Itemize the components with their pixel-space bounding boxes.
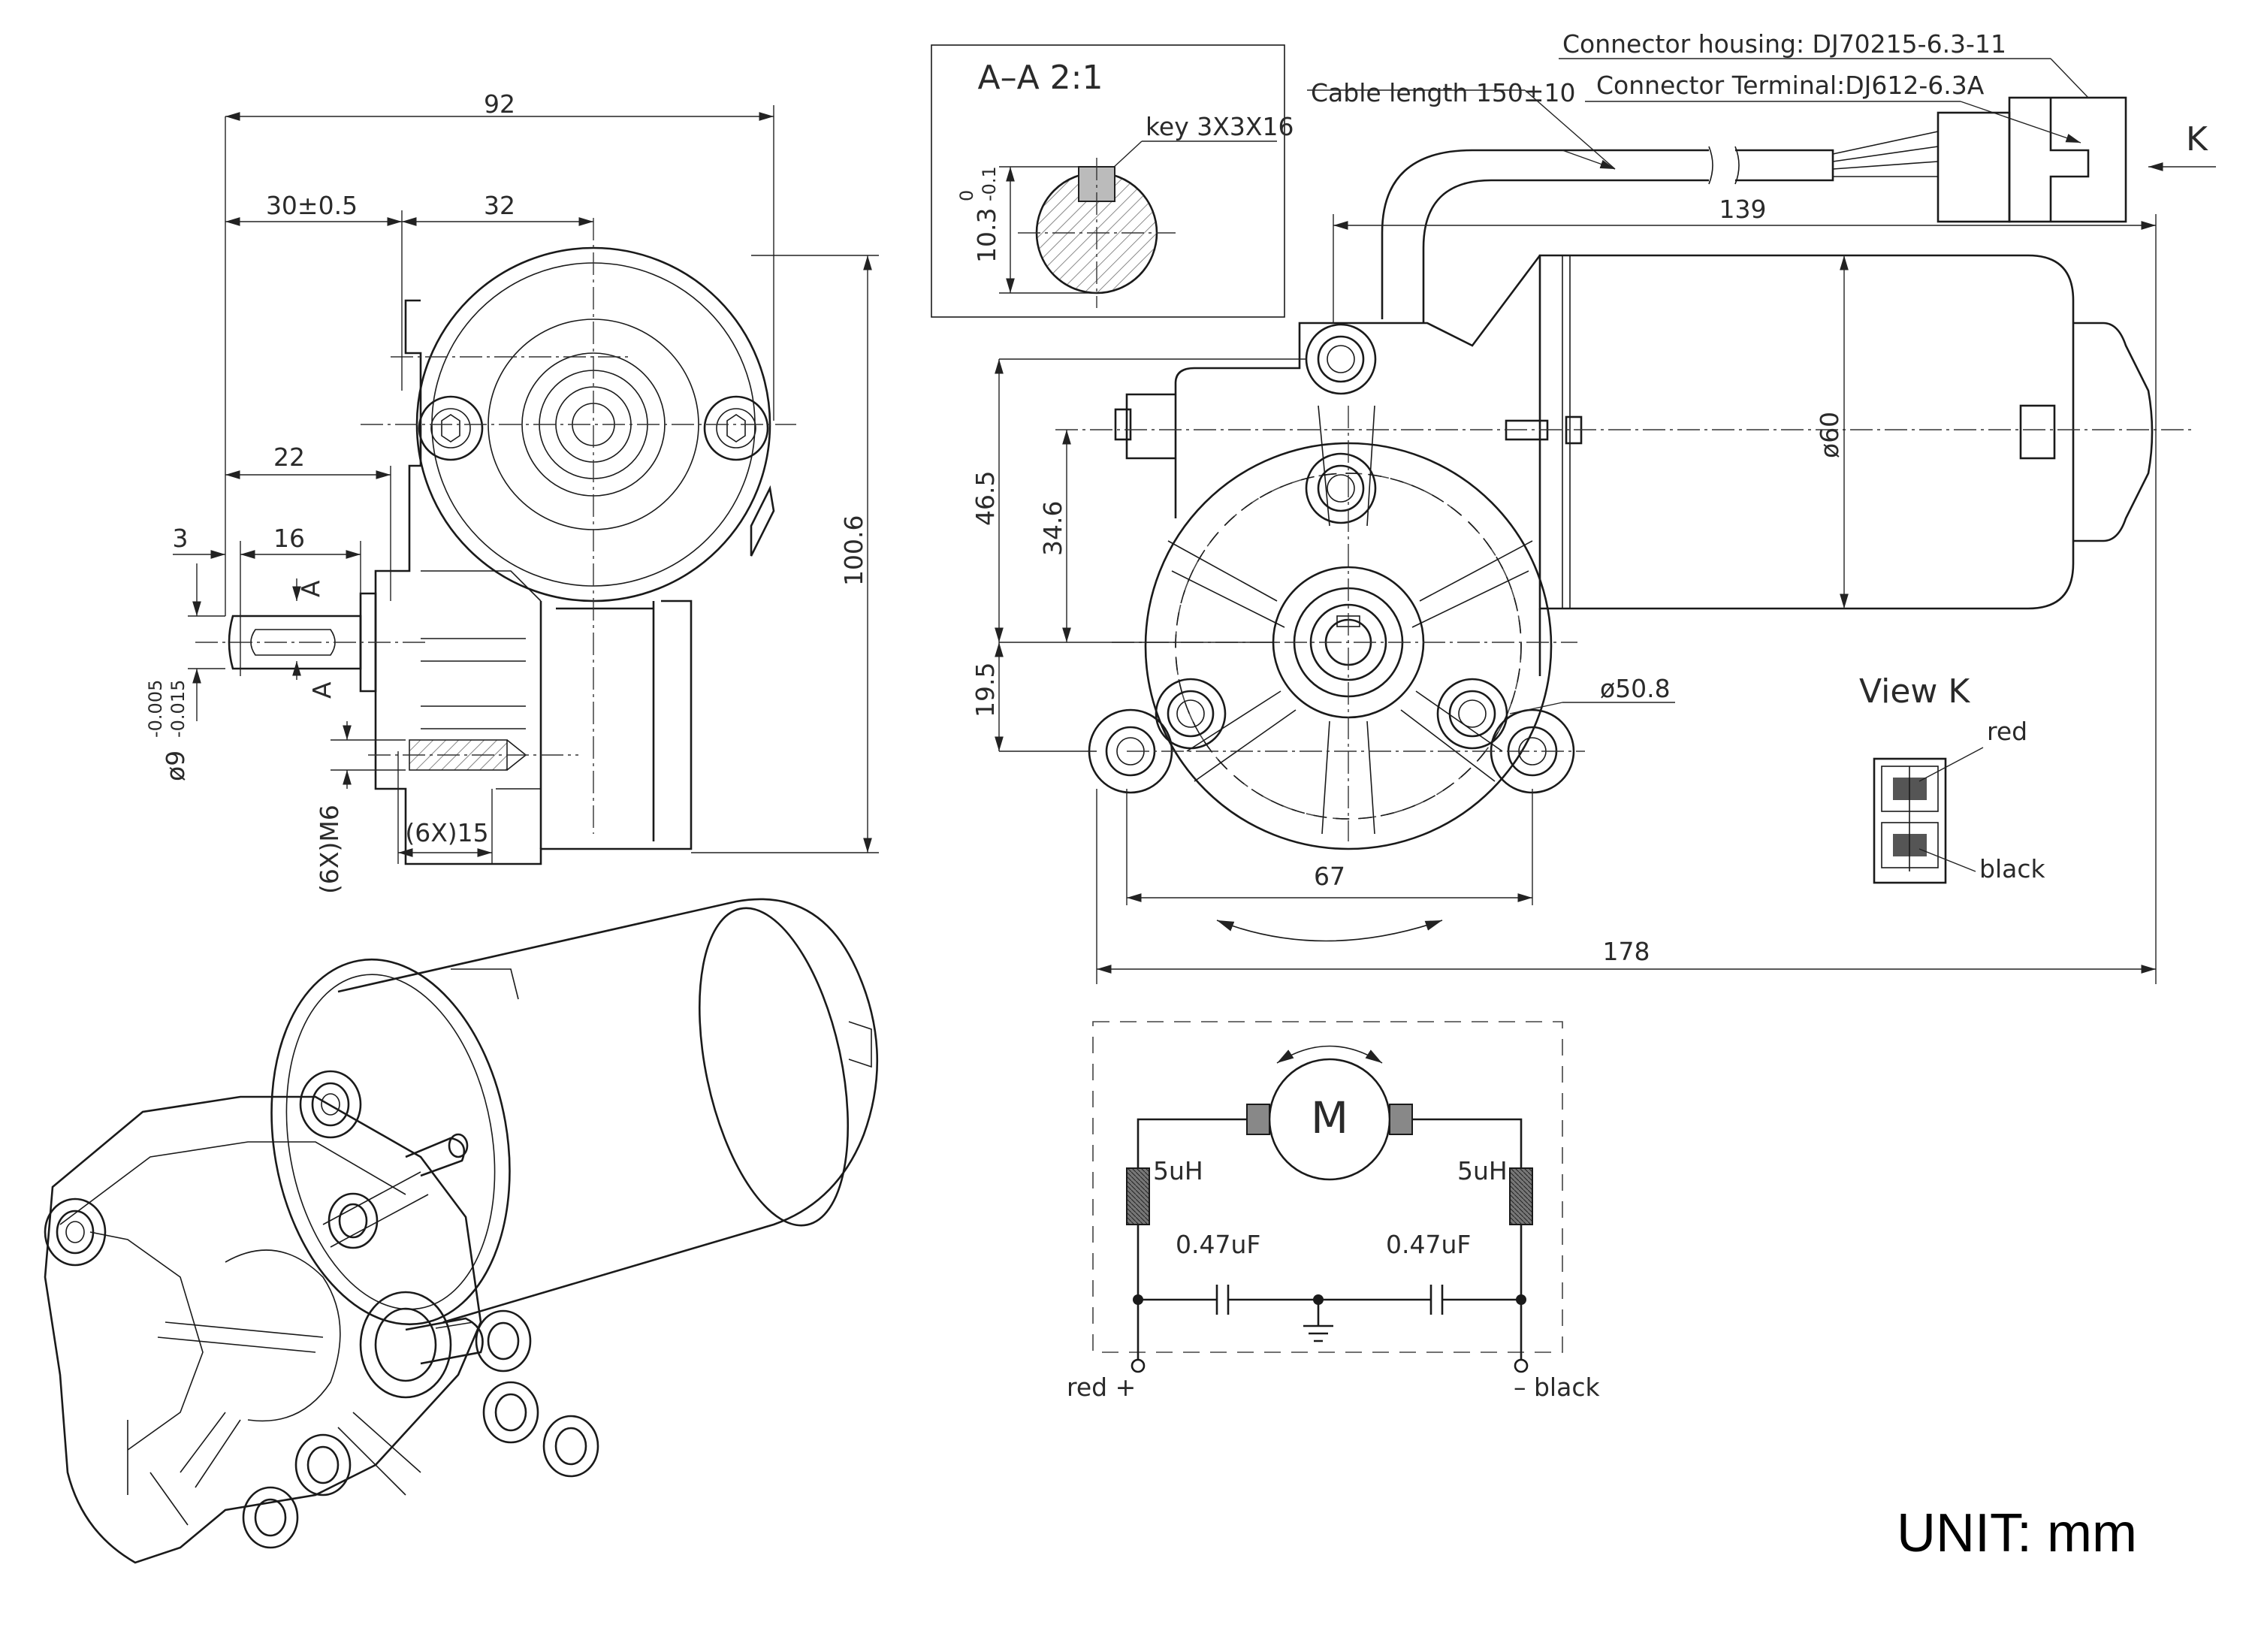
dim-3: 3 xyxy=(173,524,189,553)
view-k: View K red black xyxy=(1859,672,2045,884)
terminal-red-label: red + xyxy=(1067,1373,1136,1402)
dim-46-5: 46.5 xyxy=(971,471,1000,526)
boss-mid xyxy=(1305,452,1377,524)
motor-label: M xyxy=(1311,1092,1348,1143)
side-view xyxy=(195,218,796,865)
view-arrow-k: K xyxy=(2186,120,2208,159)
dim-32: 32 xyxy=(484,191,515,220)
dim-92: 92 xyxy=(484,89,515,119)
section-label-a-bottom: A xyxy=(307,681,337,699)
shaft-tol-lower: -0.015 xyxy=(168,680,189,738)
circuit-diagram: M 5uH 5uH 0.47uF 0.47uF red + – black xyxy=(1067,1021,1600,1402)
dim-100-6: 100.6 xyxy=(839,515,868,586)
screw-right xyxy=(703,395,769,461)
iso-boss-8 xyxy=(242,1486,299,1549)
iso-boss-7 xyxy=(294,1433,352,1496)
motor-top-view xyxy=(1055,96,2193,942)
motor-top-labels: 139 46.5 34.6 19.5 ø60 ø50.8 67 178 Cabl… xyxy=(971,29,2208,966)
dim-178: 178 xyxy=(1603,937,1650,966)
section-dim: 10.3 0 -0.1 xyxy=(956,166,1001,263)
terminal-black-label: – black xyxy=(1514,1373,1600,1402)
iso-boss-4 xyxy=(475,1309,532,1373)
depth-label: (6X)15 xyxy=(405,818,488,847)
view-k-red: red xyxy=(1987,717,2027,746)
dim-34-6: 34.6 xyxy=(1038,501,1067,556)
dim-19-5: 19.5 xyxy=(971,663,1000,717)
dim-50-8: ø50.8 xyxy=(1600,674,1671,703)
shaft-diameter: ø9 xyxy=(161,750,190,781)
connector-housing: Connector housing: DJ70215-6.3-11 xyxy=(1562,29,2006,59)
section-dim-base: 10.3 xyxy=(972,208,1001,263)
cap-left-label: 0.47uF xyxy=(1176,1230,1260,1259)
dim-67: 67 xyxy=(1314,862,1345,891)
motor-top-dimensions xyxy=(995,58,2216,984)
section-title: A–A 2:1 xyxy=(978,59,1103,97)
iso-boss-6 xyxy=(542,1415,599,1478)
inductor-left xyxy=(1126,1167,1150,1225)
boss-left xyxy=(1155,678,1227,750)
screw-left xyxy=(418,395,484,461)
section-dim-tol-upper: 0 xyxy=(956,190,977,201)
connector-terminal: Connector Terminal:DJ612-6.3A xyxy=(1596,71,1985,100)
section-label-a-top: A xyxy=(296,580,325,597)
section-a-a: A–A 2:1 key 3X3X16 10.3 0 -0.1 xyxy=(931,44,1294,318)
iso-boss-5 xyxy=(482,1381,539,1444)
boss-top xyxy=(1305,323,1377,395)
shaft-tol-upper: -0.005 xyxy=(145,680,166,738)
inductor-right-label: 5uH xyxy=(1457,1156,1508,1185)
cable-length: Cable length 150±10 xyxy=(1311,78,1575,107)
iso-boss-2 xyxy=(299,1070,362,1139)
dim-139: 139 xyxy=(1719,195,1767,224)
isometric-view xyxy=(44,898,879,1564)
brush-right xyxy=(1389,1104,1413,1135)
unit-label: UNIT: mm xyxy=(1897,1503,2137,1563)
dim-22: 22 xyxy=(273,442,305,472)
key-label: key 3X3X16 xyxy=(1146,112,1294,141)
shaft-tolerance: ø9 -0.005 -0.015 xyxy=(145,680,190,781)
inductor-left-label: 5uH xyxy=(1153,1156,1203,1185)
dim-16: 16 xyxy=(273,524,305,553)
view-k-black: black xyxy=(1979,854,2045,883)
thread-label: (6X)M6 xyxy=(315,805,344,894)
cap-right-label: 0.47uF xyxy=(1386,1230,1471,1259)
dim-30: 30±0.5 xyxy=(266,191,358,220)
dim-60: ø60 xyxy=(1815,412,1844,458)
brush-left xyxy=(1246,1104,1270,1135)
boss-right xyxy=(1436,678,1508,750)
inductor-right xyxy=(1509,1167,1533,1225)
view-k-title: View K xyxy=(1859,672,1970,711)
iso-boss-1 xyxy=(44,1197,107,1267)
iso-boss-3 xyxy=(328,1192,379,1249)
side-view-labels: 92 30±0.5 32 22 3 16 A A ø9 -0.005 -0.01… xyxy=(145,89,868,894)
section-dim-tol-lower: -0.1 xyxy=(979,166,1000,201)
side-view-dimensions xyxy=(173,105,879,864)
